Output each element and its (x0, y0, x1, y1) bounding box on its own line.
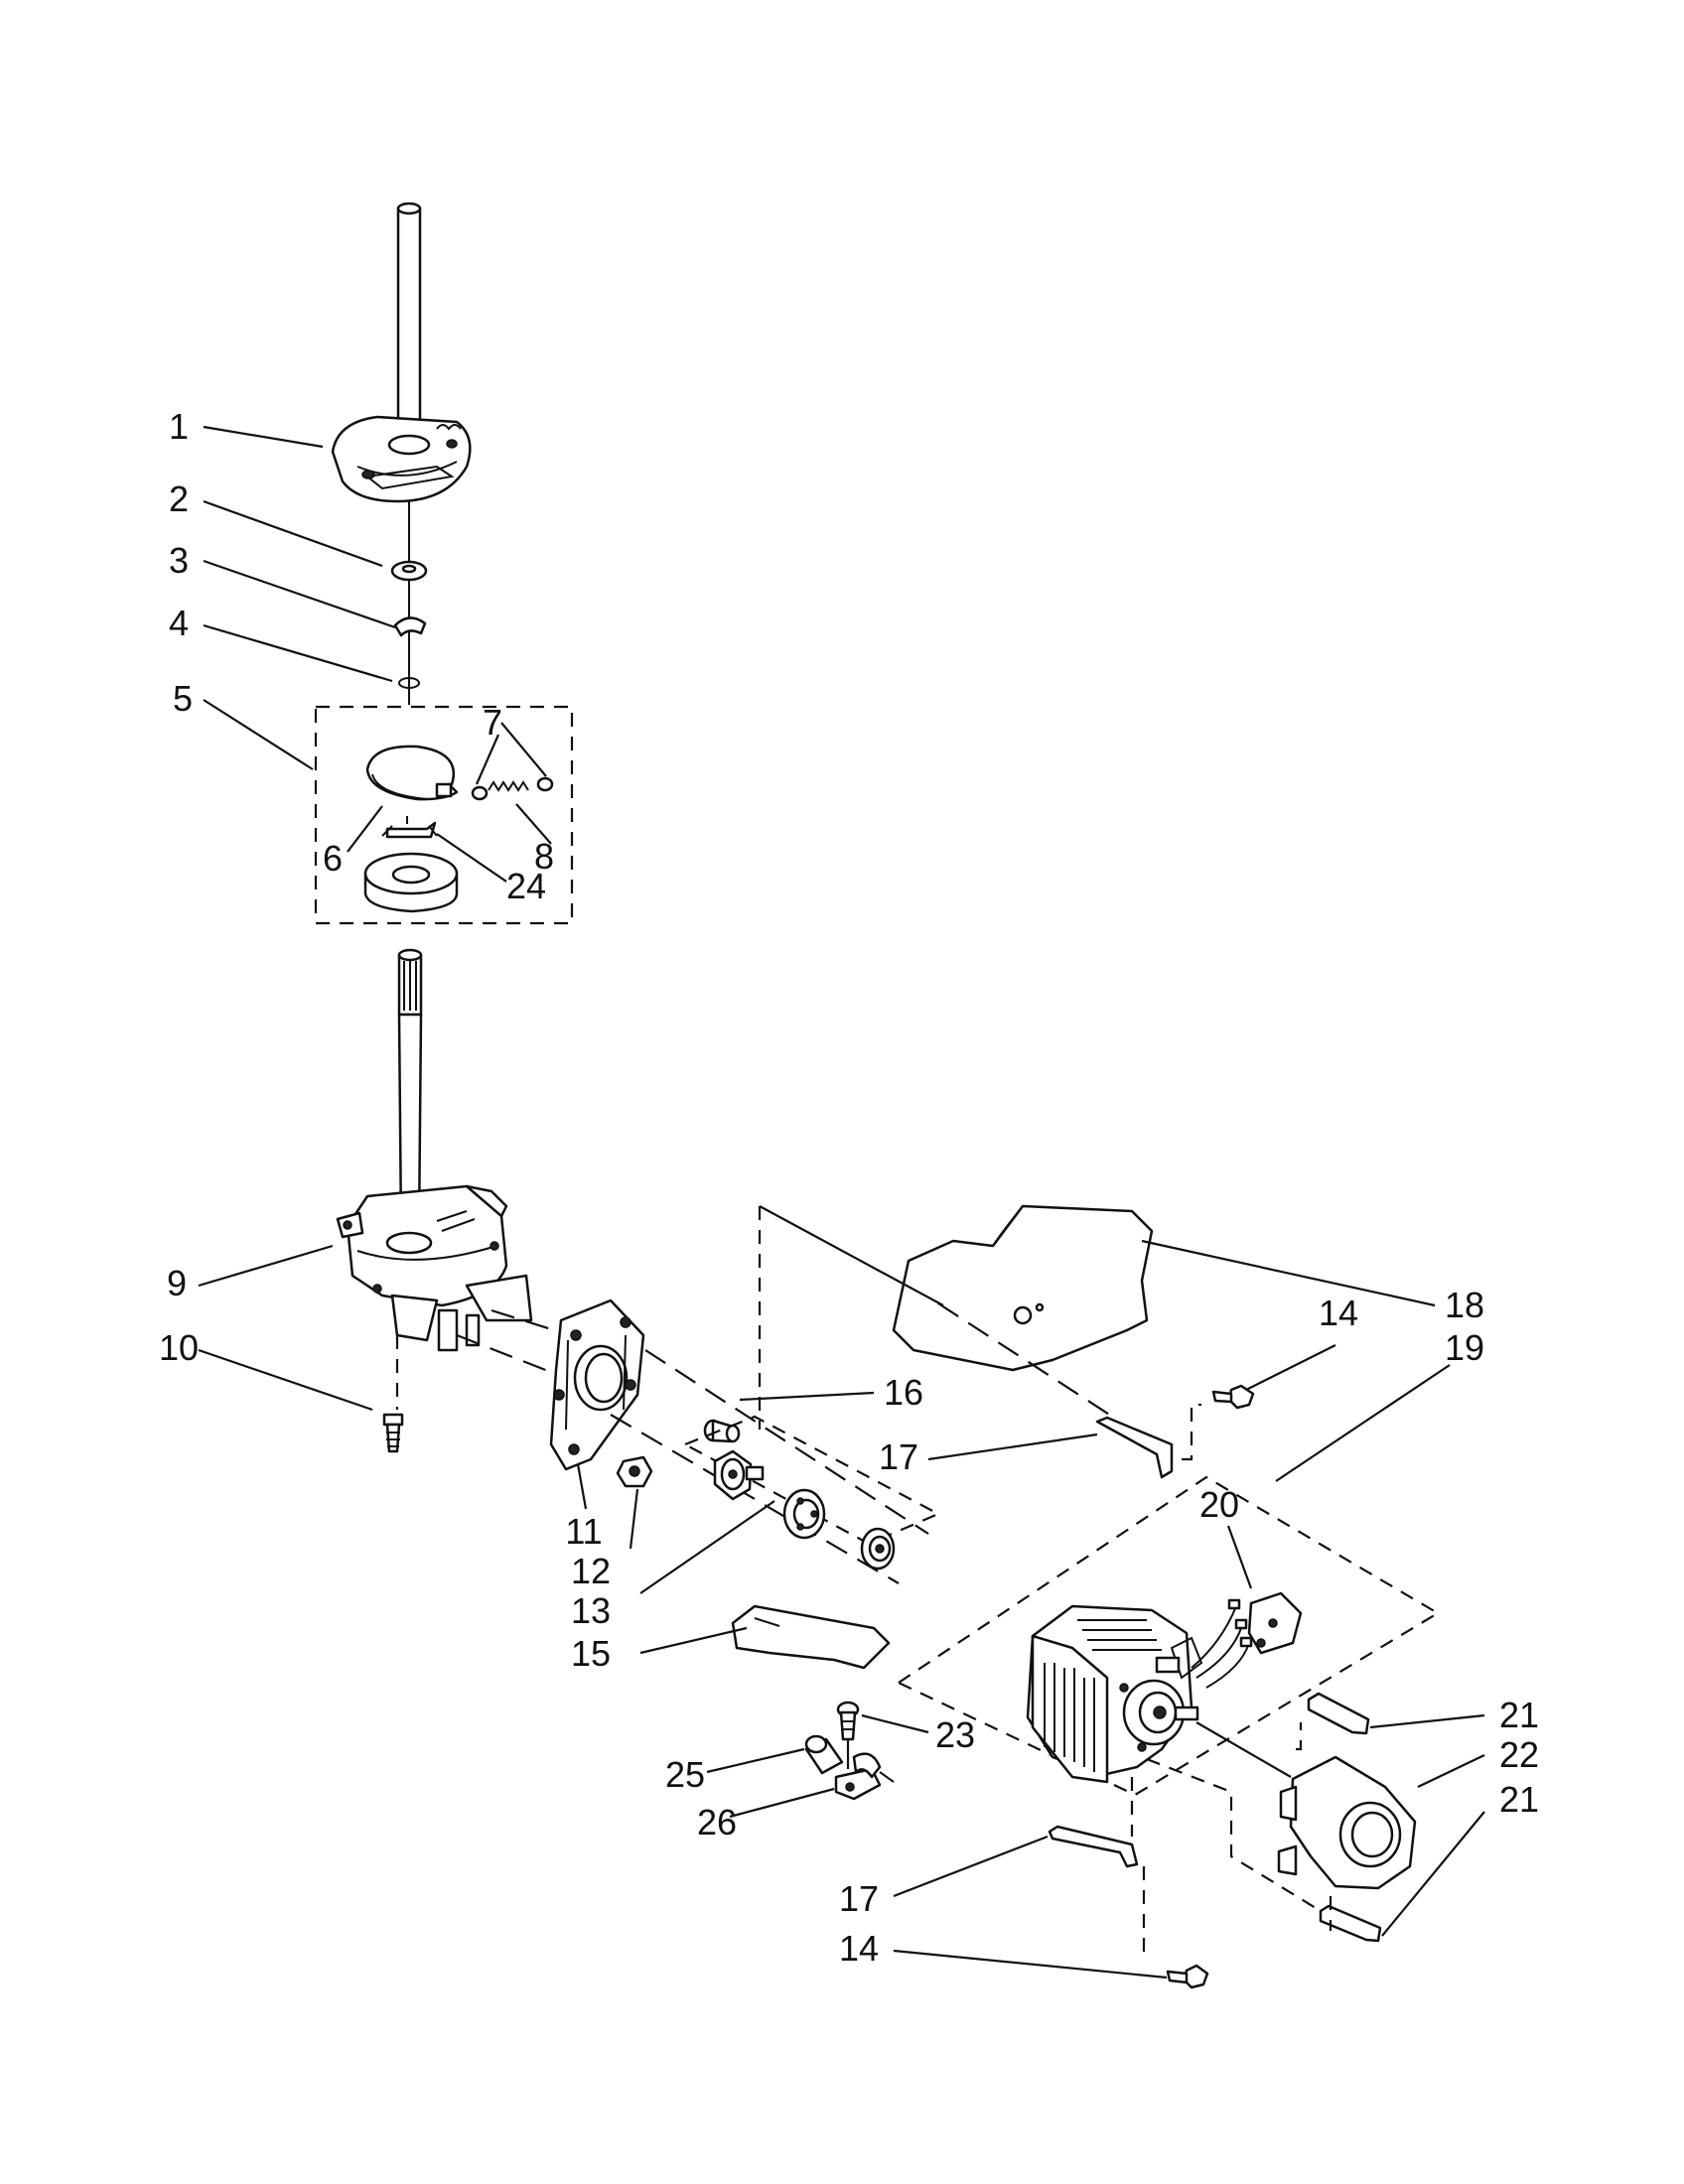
part-17-bracket-bottom (1048, 1825, 1139, 1868)
dash-clip-top (1296, 1722, 1303, 1751)
callout-20: 20 (1199, 1484, 1239, 1525)
callout-10: 10 (159, 1327, 199, 1368)
part-26-clamp (834, 1752, 895, 1801)
callout-1: 1 (169, 406, 189, 447)
part-16-bolt (703, 1419, 741, 1443)
coupling-c (860, 1527, 896, 1570)
callout-17-bottom: 17 (839, 1878, 879, 1919)
callout-14-bottom: 14 (839, 1928, 879, 1969)
part-6-brake-band (365, 745, 459, 801)
spline-shaft (397, 948, 423, 1233)
callout-13: 13 (571, 1590, 611, 1631)
callout-26: 26 (697, 1802, 737, 1843)
callout-25: 25 (665, 1754, 705, 1795)
callout-21-bottom: 21 (1499, 1779, 1539, 1820)
coupling-b (782, 1488, 826, 1540)
callout-6: 6 (323, 838, 343, 879)
callout-5: 5 (173, 678, 193, 719)
part-17-bracket-top (1095, 1416, 1174, 1479)
callout-17-top: 17 (879, 1436, 918, 1477)
brake-hub (363, 852, 459, 913)
callout-14-top: 14 (1319, 1293, 1358, 1333)
callout-12: 12 (571, 1551, 611, 1591)
callout-23: 23 (935, 1714, 975, 1755)
part-23-screw (836, 1701, 860, 1741)
callout-16: 16 (884, 1372, 923, 1413)
callout-24: 24 (506, 866, 546, 906)
part-19-motor (1026, 1604, 1203, 1784)
part-21-clip-bottom (1319, 1904, 1382, 1943)
part-9-gearcase (336, 1184, 533, 1352)
part-7-8-spring (471, 776, 554, 801)
callout-7: 7 (483, 702, 502, 743)
part-12-nut (616, 1455, 653, 1488)
part-24-retainer (381, 816, 438, 839)
part-15-pad (731, 1604, 891, 1670)
part-10-screw (382, 1413, 404, 1453)
callout-2: 2 (169, 478, 189, 519)
part-18-shield (892, 1204, 1154, 1372)
callout-22: 22 (1499, 1734, 1539, 1775)
coupling-box (682, 1415, 941, 1546)
leader-lines (198, 425, 1485, 1979)
callout-15: 15 (571, 1633, 611, 1674)
callout-18: 18 (1445, 1285, 1484, 1325)
callout-9: 9 (167, 1263, 187, 1303)
part-2-washer (390, 560, 428, 582)
part-22-pump-housing (1277, 1755, 1417, 1890)
top-shaft (396, 202, 422, 439)
callout-4: 4 (169, 603, 189, 643)
part-11-mounting-plate (549, 1298, 645, 1471)
callout-3: 3 (169, 540, 189, 581)
callout-11: 11 (565, 1511, 602, 1552)
callout-labels: 1 2 3 4 5 6 7 8 24 9 10 11 12 13 15 16 1… (159, 406, 1539, 1969)
dash-motor-pump (1146, 1757, 1322, 1912)
part-21-clip-top (1307, 1692, 1370, 1735)
brake-assembly-box (314, 705, 574, 925)
part-14-screw-top (1211, 1384, 1255, 1410)
part-25-bushing (804, 1734, 844, 1775)
dash-bracket (1182, 1403, 1201, 1461)
part-4-ring (398, 677, 420, 689)
part-14-screw-bottom (1166, 1964, 1209, 1989)
callout-19: 19 (1445, 1327, 1484, 1368)
callout-8: 8 (534, 836, 554, 877)
part-20-switch (1191, 1591, 1303, 1689)
coupling-a (713, 1449, 765, 1501)
part-1-cam-housing (331, 415, 472, 503)
callout-21-top: 21 (1499, 1695, 1539, 1735)
part-3-clip (393, 616, 427, 637)
